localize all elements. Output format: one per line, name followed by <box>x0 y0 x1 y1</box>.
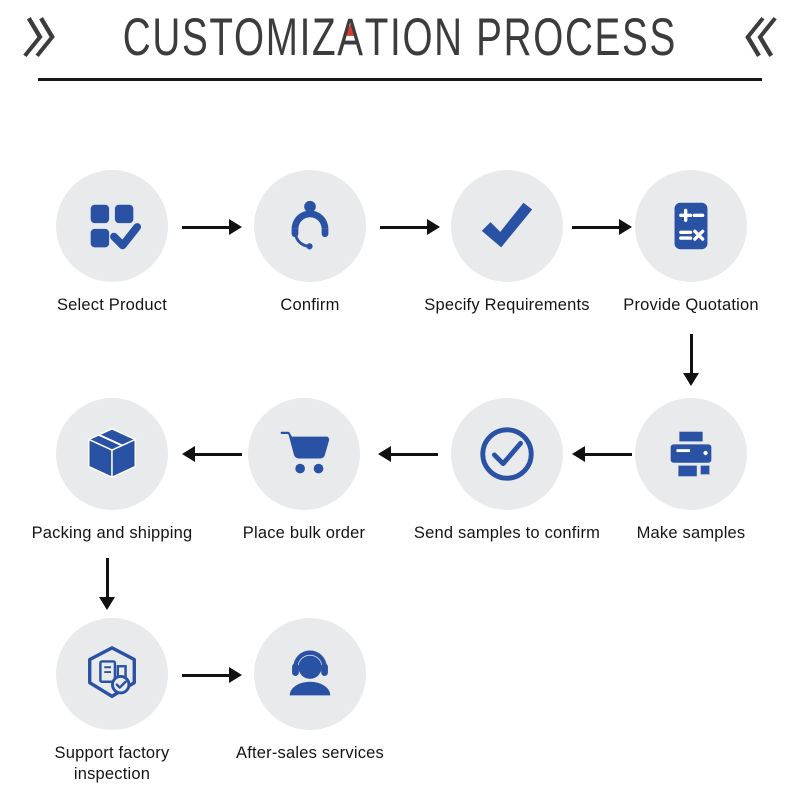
page-title: CUSTOMIZATION PROCESS <box>123 6 677 68</box>
headset-person-icon <box>289 650 331 696</box>
step-circle <box>254 170 366 282</box>
printer-icon <box>670 431 712 477</box>
step-label: Packing and shipping <box>31 524 193 542</box>
step-circle <box>451 170 563 282</box>
flow-arrow-right <box>572 219 632 235</box>
product-grid-check-icon <box>90 204 142 250</box>
step-label: Support factory inspection <box>54 744 170 784</box>
flow-arrow-down <box>683 334 699 386</box>
step-label: Select Product <box>56 296 168 314</box>
step-label: Provide Quotation <box>623 296 759 314</box>
shopping-cart-icon <box>280 431 330 474</box>
step-circle <box>56 618 168 730</box>
step-circle <box>635 170 747 282</box>
step-circle <box>56 170 168 282</box>
flow-arrow-right <box>182 667 242 683</box>
step-circle <box>451 398 563 510</box>
flow-arrow-left <box>182 446 242 462</box>
double-chevron-left-icon <box>745 16 777 58</box>
title-post: TION PROCESS <box>364 7 678 67</box>
step-specify-requirements: Specify Requirements <box>407 170 607 316</box>
step-label: Send samples to confirm <box>413 524 601 542</box>
flow-arrow-down <box>99 558 115 610</box>
step-label: Make samples <box>636 524 746 542</box>
step-confirm: Confirm <box>210 170 410 316</box>
factory-inspection-icon <box>88 646 136 698</box>
customer-service-icon <box>291 200 329 250</box>
step-select-product: Select Product <box>12 170 212 316</box>
step-label: Confirm <box>280 296 340 314</box>
flow-arrow-left <box>378 446 438 462</box>
step-circle <box>248 398 360 510</box>
step-make-samples: Make samples <box>591 398 791 544</box>
calculator-icon <box>674 202 708 250</box>
step-label: Specify Requirements <box>424 296 590 314</box>
package-box-icon <box>87 428 137 479</box>
step-after-sales-services: After-sales services <box>210 618 410 764</box>
step-circle <box>635 398 747 510</box>
title-divider <box>38 78 762 81</box>
title-accent-letter: A <box>337 7 365 67</box>
step-support-factory-inspection: Support factory inspection <box>12 618 212 786</box>
step-label: After-sales services <box>236 744 384 762</box>
title-pre: CUSTOMIZ <box>122 7 338 67</box>
flow-arrow-right <box>380 219 440 235</box>
flow-arrow-right <box>182 219 242 235</box>
checkmark-icon <box>481 202 533 248</box>
step-circle <box>56 398 168 510</box>
step-label: Place bulk order <box>242 524 366 542</box>
step-packing-and-shipping: Packing and shipping <box>12 398 212 544</box>
double-chevron-right-icon <box>23 16 55 58</box>
step-place-bulk-order: Place bulk order <box>204 398 404 544</box>
check-circle-icon <box>480 427 534 481</box>
step-send-samples-to-confirm: Send samples to confirm <box>407 398 607 544</box>
step-circle <box>254 618 366 730</box>
page-title-row: CUSTOMIZATION PROCESS <box>0 7 800 67</box>
flow-arrow-left <box>572 446 632 462</box>
step-provide-quotation: Provide Quotation <box>591 170 791 316</box>
